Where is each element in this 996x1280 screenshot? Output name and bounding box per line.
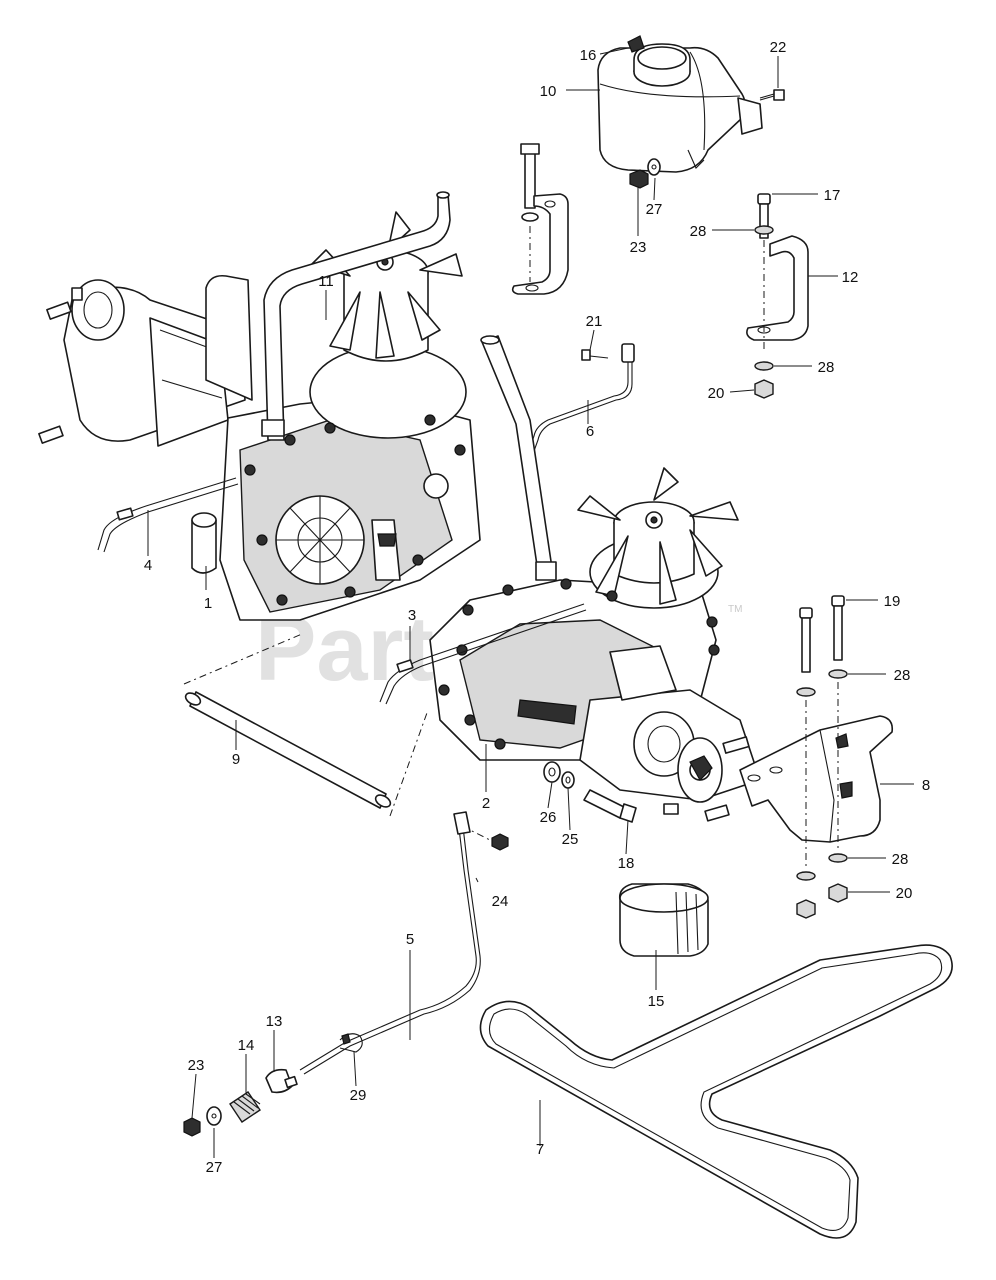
callout-7[interactable]: 7 — [536, 1141, 544, 1158]
callout-13[interactable]: 13 — [266, 1013, 283, 1030]
callout-27-top[interactable]: 27 — [646, 201, 663, 218]
callout-28-d[interactable]: 28 — [892, 851, 909, 868]
part-bracket-12[interactable] — [746, 235, 809, 341]
watermark-trademark: TM — [728, 604, 742, 615]
part-bolt-18[interactable] — [583, 789, 637, 823]
callout-28-b[interactable]: 28 — [818, 359, 835, 376]
part-nut-20-a[interactable] — [754, 379, 774, 399]
part-swivel-13[interactable] — [265, 1068, 298, 1094]
part-hose-11[interactable] — [261, 191, 451, 441]
part-tube-3[interactable] — [379, 603, 587, 705]
callout-12[interactable]: 12 — [842, 269, 859, 286]
part-bolt-19[interactable] — [831, 595, 845, 661]
callout-19[interactable]: 19 — [884, 593, 901, 610]
part-belt-7[interactable] — [479, 944, 953, 1239]
part-reservoir-cap[interactable] — [627, 35, 691, 87]
part-nut-23-bottom[interactable] — [183, 1117, 201, 1137]
part-clip-29[interactable] — [339, 1033, 363, 1053]
part-bolt-22[interactable] — [759, 89, 785, 101]
callout-15[interactable]: 15 — [648, 993, 665, 1010]
callout-9[interactable]: 9 — [232, 751, 240, 768]
part-nut-23-top[interactable] — [629, 169, 649, 189]
callout-4[interactable]: 4 — [144, 557, 152, 574]
callout-28-a[interactable]: 28 — [690, 223, 707, 240]
part-nut-20-b[interactable] — [828, 883, 848, 903]
callout-8[interactable]: 8 — [922, 777, 930, 794]
part-bolt-19-pair[interactable] — [799, 607, 813, 673]
part-washer-26[interactable] — [543, 761, 561, 783]
part-transmission-right[interactable] — [429, 467, 761, 822]
callout-10[interactable]: 10 — [540, 83, 557, 100]
callout-5[interactable]: 5 — [406, 931, 414, 948]
part-spring-14[interactable] — [229, 1091, 261, 1123]
callout-23-bottom[interactable]: 23 — [188, 1057, 205, 1074]
part-bracket-8[interactable] — [739, 715, 894, 843]
part-washer-27-bottom[interactable] — [206, 1106, 222, 1126]
callout-18[interactable]: 18 — [618, 855, 635, 872]
part-transmission-left[interactable] — [38, 211, 481, 621]
callout-6[interactable]: 6 — [586, 423, 594, 440]
centerline-shaft-b — [389, 709, 429, 817]
callout-22[interactable]: 22 — [770, 39, 787, 56]
part-nut-24[interactable] — [491, 833, 509, 851]
callout-20-top[interactable]: 20 — [708, 385, 725, 402]
centerline-shaft-a — [183, 633, 303, 685]
callout-2[interactable]: 2 — [482, 795, 490, 812]
callout-17[interactable]: 17 — [824, 187, 841, 204]
part-washer-28-c[interactable] — [828, 669, 848, 679]
part-control-rod-6[interactable] — [525, 343, 635, 463]
callout-labels: 1 2 3 4 5 6 7 8 9 10 11 12 13 14 15 16 1… — [144, 39, 930, 1176]
part-washer-25[interactable] — [561, 771, 575, 789]
callout-21[interactable]: 21 — [586, 313, 603, 330]
part-nut-20-b-pair[interactable] — [796, 899, 816, 919]
callout-28-c[interactable]: 28 — [894, 667, 911, 684]
callout-27-bottom[interactable]: 27 — [206, 1159, 223, 1176]
callout-23-top[interactable]: 23 — [630, 239, 647, 256]
part-washer-28-b[interactable] — [754, 361, 774, 371]
part-oil-filter-15[interactable] — [618, 883, 709, 957]
callout-24[interactable]: 24 — [492, 893, 509, 910]
callout-3[interactable]: 3 — [408, 607, 416, 624]
part-washer-28-d-pair[interactable] — [796, 687, 816, 697]
part-reservoir-tank[interactable] — [597, 46, 763, 173]
part-bolt-17[interactable] — [757, 193, 771, 239]
part-tube-4[interactable] — [97, 477, 239, 553]
callout-16[interactable]: 16 — [580, 47, 597, 64]
part-bolt-21[interactable] — [581, 349, 609, 361]
callout-1[interactable]: 1 — [204, 595, 212, 612]
part-washer-28-a[interactable] — [754, 225, 774, 235]
leader-lines — [147, 47, 914, 1158]
callout-20-bottom[interactable]: 20 — [896, 885, 913, 902]
part-washer-27-top[interactable] — [647, 158, 661, 176]
part-bracket-left[interactable] — [511, 143, 569, 295]
callout-11[interactable]: 11 — [318, 273, 334, 290]
part-washer-28-e[interactable] — [828, 853, 848, 863]
part-hose-right[interactable] — [480, 335, 557, 581]
callout-14[interactable]: 14 — [238, 1037, 255, 1054]
part-shaft-9[interactable] — [184, 691, 393, 810]
part-washer-28-f-pair[interactable] — [796, 871, 816, 881]
callout-26[interactable]: 26 — [540, 809, 557, 826]
part-control-rod-5[interactable] — [299, 811, 481, 1075]
callout-25[interactable]: 25 — [562, 831, 579, 848]
callout-29[interactable]: 29 — [350, 1087, 367, 1104]
